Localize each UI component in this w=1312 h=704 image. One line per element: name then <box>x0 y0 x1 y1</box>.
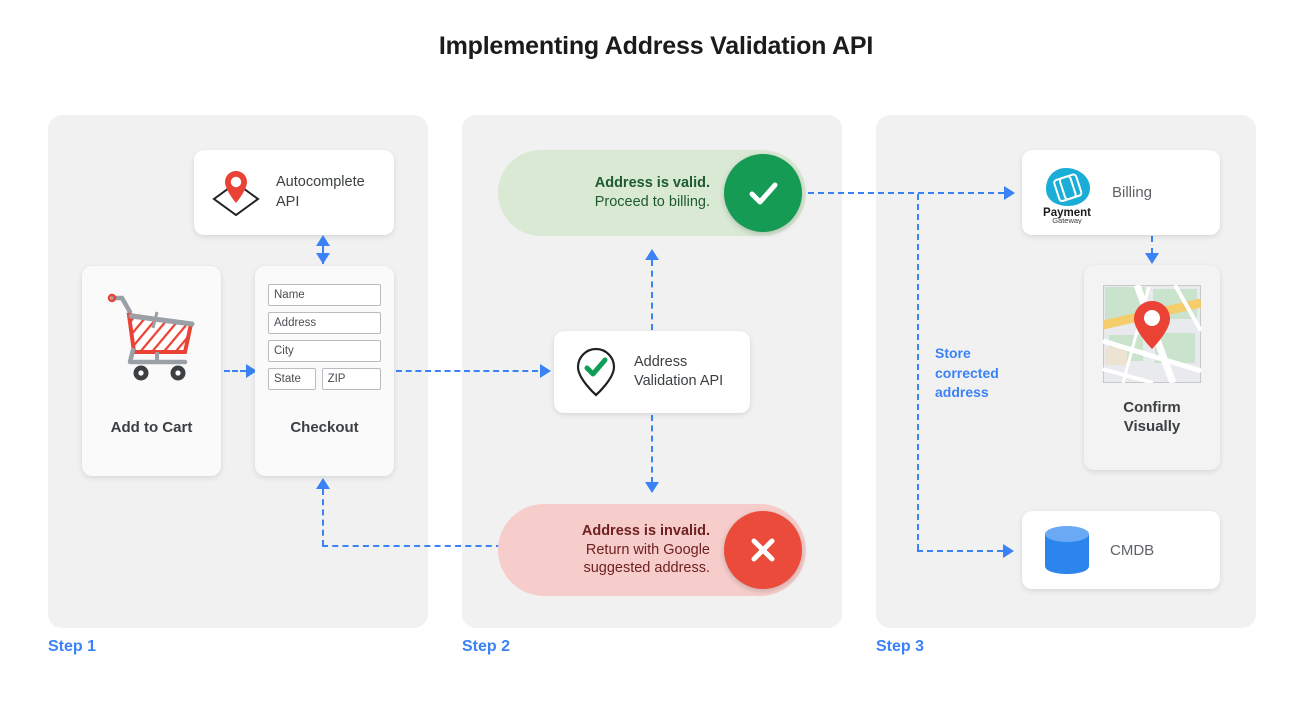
address-valid-banner: Address is valid. Proceed to billing. <box>498 150 806 236</box>
database-cylinder-icon <box>1042 524 1092 576</box>
arrowhead-valid-to-billing <box>1004 186 1015 200</box>
step-1-label: Step 1 <box>48 638 97 655</box>
arrowhead-billing-to-confirm <box>1145 253 1159 264</box>
arrowhead-cart-to-checkout <box>246 364 257 378</box>
connector-valid-to-billing <box>808 192 1004 194</box>
arrowhead-validation-to-invalid <box>645 482 659 493</box>
zip-field[interactable]: ZIP <box>321 368 381 390</box>
svg-text:Gateway: Gateway <box>1052 216 1082 224</box>
connector-cart-to-checkout <box>224 370 246 372</box>
address-valid-text: Address is valid. Proceed to billing. <box>595 174 724 211</box>
arrowhead-invalid-to-checkout <box>316 478 330 489</box>
checkout-caption: Checkout <box>290 419 359 436</box>
store-corrected-address-label: Store corrected address <box>935 345 999 401</box>
check-icon <box>724 154 802 232</box>
billing-label: Billing <box>1112 184 1153 201</box>
checkout-card[interactable]: Name Address City State ZIP Checkout <box>255 266 394 476</box>
add-to-cart-caption: Add to Cart <box>110 419 193 436</box>
step-3-label: Step 3 <box>876 638 925 655</box>
close-x-icon <box>724 511 802 589</box>
arrowhead-down-checkout <box>316 253 330 264</box>
connector-invalid-return-horizontal <box>322 545 502 547</box>
connector-validation-to-invalid <box>651 415 653 483</box>
connector-billing-to-confirm <box>1151 236 1153 254</box>
address-invalid-banner: Address is invalid. Return with Google s… <box>498 504 806 596</box>
connector-checkout-to-validation <box>396 370 538 372</box>
svg-text:Payment: Payment <box>1043 207 1091 219</box>
page-title: Implementing Address Validation API <box>438 32 874 60</box>
connector-store-horizontal <box>917 550 1003 552</box>
state-zip-row: State ZIP <box>268 368 381 390</box>
arrowhead-validation-to-valid <box>645 249 659 260</box>
name-field[interactable]: Name <box>268 284 381 306</box>
arrowhead-up-autocomplete <box>316 235 330 246</box>
shopping-cart-icon <box>100 286 204 390</box>
payment-gateway-logo: Payment Gateway <box>1036 162 1098 224</box>
map-pin-diamond-icon <box>208 165 264 221</box>
add-to-cart-card[interactable]: Add to Cart <box>82 266 221 476</box>
connector-store-vertical <box>917 194 919 550</box>
address-valid-line2: Proceed to billing. <box>594 194 710 210</box>
map-pin-check-icon <box>570 344 622 400</box>
address-field[interactable]: Address <box>268 312 381 334</box>
address-invalid-line3: suggested address. <box>583 560 710 577</box>
cmdb-label: CMDB <box>1110 541 1155 559</box>
city-field[interactable]: City <box>268 340 381 362</box>
billing-card[interactable]: Payment Gateway Billing <box>1022 150 1220 235</box>
state-field[interactable]: State <box>268 368 316 390</box>
address-invalid-line1: Address is invalid. <box>581 523 710 540</box>
connector-invalid-return-vertical <box>322 489 324 546</box>
arrowhead-checkout-to-validation <box>540 364 551 378</box>
address-valid-line1: Address is valid. <box>594 175 710 192</box>
address-invalid-line2: Return with Google <box>585 541 710 558</box>
step-2-label: Step 2 <box>462 638 511 655</box>
connector-validation-to-valid <box>651 260 653 330</box>
cmdb-card[interactable]: CMDB <box>1022 511 1220 589</box>
address-invalid-text: Address is invalid. Return with Google s… <box>582 522 724 578</box>
map-thumbnail-icon <box>1103 285 1201 383</box>
arrowhead-store-to-cmdb <box>1003 544 1014 558</box>
